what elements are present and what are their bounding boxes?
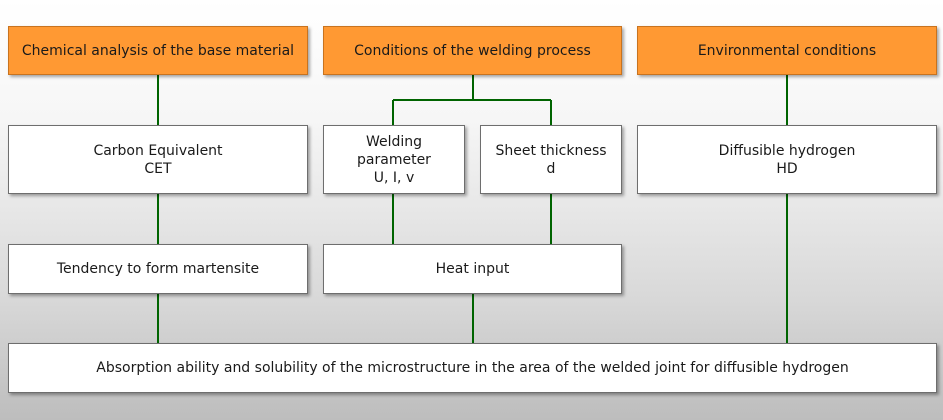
node-carbon-equivalent: Carbon Equivalent CET <box>8 125 308 194</box>
header-chemical-analysis-label: Chemical analysis of the base material <box>21 42 295 59</box>
node-absorption-ability-label: Absorption ability and solubility of the… <box>96 360 849 376</box>
node-diffusible-hydrogen-symbol: HD <box>776 160 798 177</box>
node-absorption-ability: Absorption ability and solubility of the… <box>8 343 937 393</box>
node-martensite-tendency-label: Tendency to form martensite <box>56 261 260 277</box>
node-sheet-thickness-title: Sheet thickness <box>495 142 607 159</box>
header-welding-process-label: Conditions of the welding process <box>354 42 591 59</box>
node-heat-input-label: Heat input <box>435 261 510 277</box>
node-diffusible-hydrogen: Diffusible hydrogen HD <box>637 125 937 194</box>
header-environmental-conditions: Environmental conditions <box>637 26 937 75</box>
node-sheet-thickness-symbol: d <box>546 160 556 177</box>
node-welding-parameter-line2: parameter <box>357 151 431 168</box>
header-environmental-conditions-label: Environmental conditions <box>697 42 877 59</box>
node-welding-parameter-line1: Welding <box>365 133 423 150</box>
node-martensite-tendency: Tendency to form martensite <box>8 244 308 294</box>
node-heat-input: Heat input <box>323 244 622 294</box>
node-diffusible-hydrogen-title: Diffusible hydrogen <box>718 142 856 159</box>
node-welding-parameter-symbols: U, I, v <box>373 169 415 186</box>
node-sheet-thickness: Sheet thickness d <box>480 125 622 194</box>
node-welding-parameter: Welding parameter U, I, v <box>323 125 465 194</box>
node-carbon-equivalent-symbol: CET <box>144 160 172 177</box>
header-welding-process: Conditions of the welding process <box>323 26 622 75</box>
node-carbon-equivalent-title: Carbon Equivalent <box>93 142 223 159</box>
header-chemical-analysis: Chemical analysis of the base material <box>8 26 308 75</box>
